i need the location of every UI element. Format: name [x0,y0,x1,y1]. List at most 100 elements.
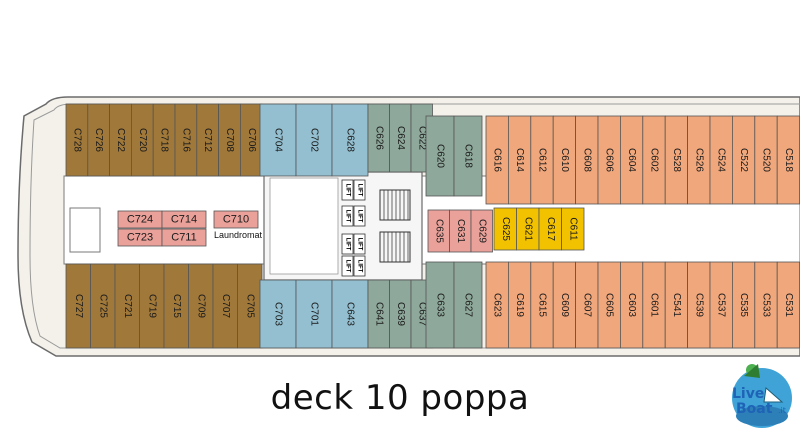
cabin-label: C725 [97,294,108,318]
cabin-c615: C615 [530,261,554,349]
cabin-c720: C720 [130,103,154,177]
cabin-c715: C715 [163,263,189,349]
cabin-c710: C710 [213,210,259,229]
cabin-c718: C718 [152,103,176,177]
cabin-c643: C643 [331,279,369,349]
cabin-label: C637 [416,302,427,326]
deck-caption: deck 10 poppa [270,378,530,418]
cabin-c723: C723 [117,228,163,247]
cabin-c524: C524 [709,115,733,205]
cabin-c533: C533 [754,261,778,349]
cabin-c604: C604 [620,115,644,205]
cabin-c614: C614 [507,115,532,205]
cabin-c728: C728 [65,103,89,177]
cabin-c709: C709 [188,263,214,349]
cabin-label: C625 [500,217,511,241]
cabin-label: C622 [416,126,427,150]
cabin-c721: C721 [114,263,140,349]
cabin-label: C709 [195,294,206,318]
cabin-label: C535 [738,293,749,317]
cabin-c624: C624 [389,103,412,173]
cabin-label: C728 [71,128,82,152]
logo-text-1: Live [732,386,764,402]
cabin-c602: C602 [642,115,666,205]
cabin-c605: C605 [597,261,621,349]
cabin-c726: C726 [87,103,111,177]
cabin-c627: C627 [453,261,483,349]
cabin-c633: C633 [425,261,455,349]
cabin-label: C624 [395,126,406,150]
stern-void [69,207,101,253]
cabin-label: C612 [537,148,548,172]
cabin-c635: C635 [427,209,450,253]
cabin-c706: C706 [239,103,263,177]
cabin-c601: C601 [642,261,666,349]
cabin-c603: C603 [620,261,644,349]
lift: LIFT [353,233,366,255]
cabin-c716: C716 [174,103,198,177]
cabin-c537: C537 [709,261,733,349]
cabin-label: C618 [463,144,474,168]
cabin-c616: C616 [485,115,509,205]
cabin-label: C635 [433,219,444,243]
cabin-c621: C621 [516,207,540,251]
cabin-c628: C628 [331,103,369,177]
cabin-label: C522 [738,148,749,172]
cabin-label: C641 [373,302,384,326]
cabin-c528: C528 [664,115,689,205]
cabin-c701: C701 [295,279,333,349]
lift: LIFT [353,205,366,227]
cabin-label: C702 [309,128,320,152]
cabin-label: C620 [435,144,446,168]
cabin-label: C621 [522,217,533,241]
cabin-c541: C541 [664,261,689,349]
cabin-label: C611 [567,217,578,241]
cabin-label: C720 [137,128,148,152]
cabin-label: C601 [649,293,660,317]
cabin-label: C723 [127,232,153,244]
lift: LIFT [353,179,366,201]
cabin-c714: C714 [161,210,207,229]
cabin-label: C605 [604,293,615,317]
cabin-label: C633 [435,293,446,317]
cabin-c708: C708 [218,103,241,177]
cabin-c629: C629 [470,209,493,253]
cabin-c612: C612 [530,115,554,205]
lift-label: LIFT [345,260,351,273]
cabin-label: C724 [127,214,153,226]
liveboat-logo: Live Boat .it [732,364,792,428]
lift-label: LIFT [357,184,363,197]
cabin-c520: C520 [754,115,778,205]
cabin-label: C701 [309,302,320,326]
cabin-c609: C609 [552,261,577,349]
cabin-label: C607 [581,293,592,317]
cabin-c641: C641 [367,279,390,349]
cabin-label: C602 [649,148,660,172]
cabin-label: C537 [716,293,727,317]
cabin-label: C539 [693,293,704,317]
cabin-label: C710 [223,214,249,226]
cabin-c531: C531 [776,261,800,349]
lift: LIFT [353,255,366,277]
cabin-label: C703 [273,302,284,326]
cabin-c535: C535 [732,261,756,349]
cabin-c705: C705 [237,263,263,349]
cabin-label: C639 [395,302,406,326]
cabin-c620: C620 [425,115,455,197]
cabin-c539: C539 [687,261,711,349]
lift-label: LIFT [345,210,351,223]
cabin-label: C716 [180,128,191,152]
cabin-c607: C607 [575,261,599,349]
cabin-c610: C610 [552,115,577,205]
cabin-label: C528 [671,148,682,172]
cabin-label: C722 [115,128,126,152]
cabin-label: C609 [559,293,570,317]
cabin-label: C603 [626,293,637,317]
cabin-label: C520 [761,148,772,172]
cabin-label: C718 [159,128,170,152]
cabin-c722: C722 [109,103,132,177]
staircase [379,189,411,263]
cabin-label: C614 [514,148,525,172]
cabin-c522: C522 [732,115,756,205]
